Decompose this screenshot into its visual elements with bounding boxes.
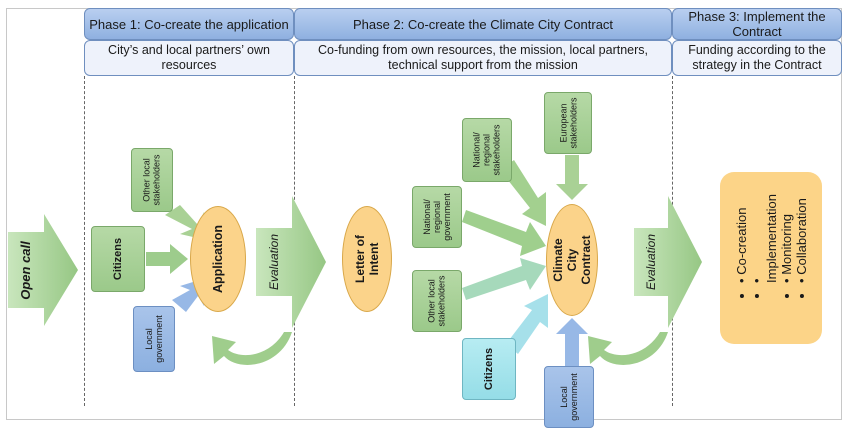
open-call-arrow (8, 214, 78, 326)
summary-item-co-creation: • Co-creation (734, 194, 749, 282)
arrow-local-gov-2 (556, 318, 588, 366)
evaluation-label-2: Evaluation (644, 233, 659, 291)
citizens-box-2: Citizens (462, 338, 516, 400)
open-call-label: Open call (17, 240, 33, 300)
national-regional-government-box: National/ regional government (412, 186, 462, 248)
phase2-header: Phase 2: Co-create the Climate City Cont… (294, 8, 672, 40)
loop-arrow-1 (212, 332, 292, 365)
european-stakeholders-box: European stakeholders (544, 92, 592, 154)
arrow-other-local-2 (462, 258, 546, 300)
arrow-european (556, 155, 588, 200)
phase3-funding: Funding according to the strategy in the… (672, 40, 842, 76)
arrow-citizens-2 (506, 294, 548, 354)
loop-arrow-2 (588, 332, 668, 365)
summary-item-implementation: • Implementation (749, 194, 779, 283)
implementation-summary-box (720, 172, 822, 344)
phase-divider-1 (84, 76, 85, 406)
summary-item-collaboration: • Collaboration (794, 194, 809, 283)
phase1-funding: City’s and local partners’ own resources (84, 40, 294, 76)
climate-city-contract-oval: Climate City Contract (546, 204, 598, 316)
letter-of-intent-oval: Letter of Intent (342, 206, 392, 312)
citizens-box-1: Citizens (91, 226, 145, 292)
other-local-stakeholders-box-1: Other local stakeholders (131, 148, 173, 212)
arrow-citizens-1 (146, 244, 188, 274)
local-government-box-1: Local government (133, 306, 175, 372)
phase2-funding: Co-funding from own resources, the missi… (294, 40, 672, 76)
phase3-header: Phase 3: Implement the Contract (672, 8, 842, 40)
summary-item-monitoring: • Monitoring (779, 194, 794, 283)
evaluation-arrow-1 (256, 196, 326, 328)
arrow-national-gov (462, 210, 546, 256)
application-oval: Application (190, 206, 246, 312)
phase1-header: Phase 1: Co-create the application (84, 8, 294, 40)
evaluation-label-1: Evaluation (267, 233, 282, 291)
implementation-summary-list: • Co-creation • Implementation • Monitor… (720, 172, 822, 344)
local-government-box-2: Local government (544, 366, 594, 428)
evaluation-arrow-2 (634, 196, 702, 328)
national-regional-stakeholders-box: National/ regional stakeholders (462, 118, 512, 182)
other-local-stakeholders-box-2: Other local stakeholders (412, 270, 462, 332)
